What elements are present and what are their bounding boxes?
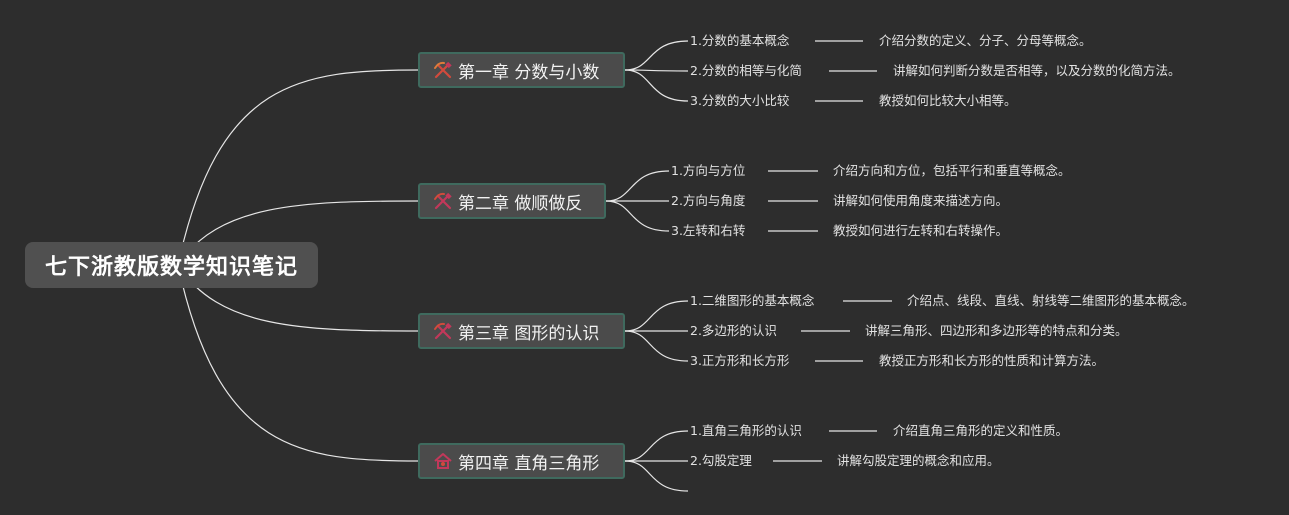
- branch-connector: [624, 300, 689, 332]
- leaf-title[interactable]: 3.正方形和长方形: [690, 353, 790, 368]
- leaf-desc: 介绍直角三角形的定义和性质。: [893, 423, 1069, 438]
- leaf-title[interactable]: 3.分数的大小比较: [690, 93, 790, 108]
- leaf-title[interactable]: 1.分数的基本概念: [690, 33, 790, 48]
- house-icon: [432, 450, 454, 472]
- branch-connector: [624, 40, 689, 71]
- leaf-desc: 介绍方向和方位，包括平行和垂直等概念。: [833, 163, 1071, 178]
- pick-hammer-icon: [432, 320, 454, 342]
- branch-connector: [624, 69, 689, 102]
- leaf-title[interactable]: 1.方向与方位: [671, 163, 746, 178]
- chapter-node-3[interactable]: 第三章 图形的认识: [418, 313, 625, 349]
- leaf-title[interactable]: 2.多边形的认识: [690, 323, 777, 338]
- pick-hammer-icon: [432, 190, 454, 212]
- leaf-desc: 教授如何进行左转和右转操作。: [833, 223, 1009, 238]
- chapter-node-1[interactable]: 第一章 分数与小数: [418, 52, 625, 88]
- branch-connector: [624, 330, 689, 362]
- chapter-node-2[interactable]: 第二章 做顺做反: [418, 183, 606, 219]
- leaf-desc: 讲解如何判断分数是否相等，以及分数的化简方法。: [893, 63, 1181, 78]
- leaf-title[interactable]: 2.勾股定理: [690, 453, 752, 468]
- pick-hammer-icon: [432, 59, 454, 81]
- chapter-title: 第三章 图形的认识: [458, 323, 600, 344]
- leaf-title[interactable]: 3.左转和右转: [671, 223, 746, 238]
- branch-connector: [605, 170, 670, 202]
- root-connector: [177, 264, 419, 462]
- root-title: 七下浙教版数学知识笔记: [44, 255, 298, 280]
- leaf-title[interactable]: 2.方向与角度: [671, 193, 746, 208]
- leaf-desc: 讲解如何使用角度来描述方向。: [833, 193, 1009, 208]
- branch-connector: [605, 200, 670, 232]
- root-connector: [177, 69, 419, 266]
- leaf-desc: 讲解三角形、四边形和多边形等的特点和分类。: [865, 323, 1128, 338]
- branch-connector: [624, 430, 689, 462]
- branch-connector: [624, 460, 689, 492]
- branch-connector: [624, 69, 689, 72]
- leaf-title[interactable]: 1.直角三角形的认识: [690, 423, 802, 438]
- leaf-desc: 讲解勾股定理的概念和应用。: [837, 453, 1000, 468]
- leaf-desc: 介绍点、线段、直线、射线等二维图形的基本概念。: [907, 293, 1195, 308]
- root-node[interactable]: 七下浙教版数学知识笔记: [25, 242, 318, 288]
- chapter-title: 第二章 做顺做反: [458, 193, 583, 214]
- leaf-desc: 介绍分数的定义、分子、分母等概念。: [879, 33, 1092, 48]
- leaf-desc: 教授如何比较大小相等。: [879, 93, 1017, 108]
- chapter-title: 第四章 直角三角形: [458, 453, 600, 474]
- leaf-desc: 教授正方形和长方形的性质和计算方法。: [879, 353, 1105, 368]
- chapter-node-4[interactable]: 第四章 直角三角形: [418, 443, 625, 479]
- chapter-title: 第一章 分数与小数: [458, 62, 600, 83]
- leaf-title[interactable]: 1.二维图形的基本概念: [690, 293, 815, 308]
- leaf-title[interactable]: 2.分数的相等与化简: [690, 63, 802, 78]
